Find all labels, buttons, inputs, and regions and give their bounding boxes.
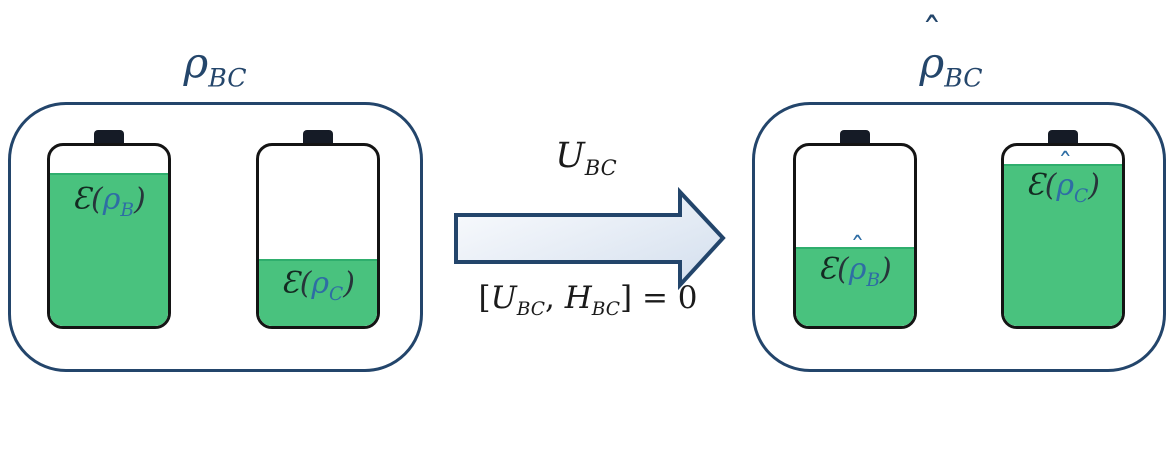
battery-b-initial: Ɛ(ρB) bbox=[47, 143, 171, 329]
energy-functional-symbol: Ɛ bbox=[280, 266, 300, 301]
battery-terminal bbox=[303, 130, 333, 144]
left-state-title: ρBC bbox=[105, 38, 325, 92]
state-subscript: BC bbox=[944, 63, 983, 93]
battery-label: Ɛ(ρB) bbox=[72, 182, 146, 221]
energy-functional-symbol: Ɛ bbox=[72, 182, 91, 217]
left-system-box bbox=[8, 102, 423, 372]
battery-fill bbox=[259, 259, 377, 326]
battery-terminal bbox=[1048, 130, 1078, 144]
energy-functional-symbol: Ɛ bbox=[1025, 168, 1045, 203]
battery-c-initial: Ɛ(ρC) bbox=[256, 143, 380, 329]
right-arrow-icon bbox=[454, 186, 726, 291]
battery-fill bbox=[50, 172, 168, 326]
battery-terminal bbox=[840, 130, 870, 144]
right-system-box bbox=[752, 102, 1166, 372]
unitary-label: UBC bbox=[555, 136, 617, 180]
commutator-equation: [UBC, HBC] = 0 bbox=[478, 280, 698, 321]
battery-label: Ɛ(ρC) bbox=[280, 266, 355, 305]
state-subscript: BC bbox=[208, 63, 247, 93]
battery-terminal bbox=[94, 130, 124, 144]
hat-accent: ˆ bbox=[921, 10, 942, 57]
battery-fill bbox=[796, 246, 914, 326]
energy-functional-symbol: Ɛ bbox=[818, 252, 837, 287]
transformation-arrow bbox=[450, 186, 730, 291]
battery-fill bbox=[1004, 163, 1122, 326]
rho-symbol: ρ bbox=[183, 38, 209, 87]
